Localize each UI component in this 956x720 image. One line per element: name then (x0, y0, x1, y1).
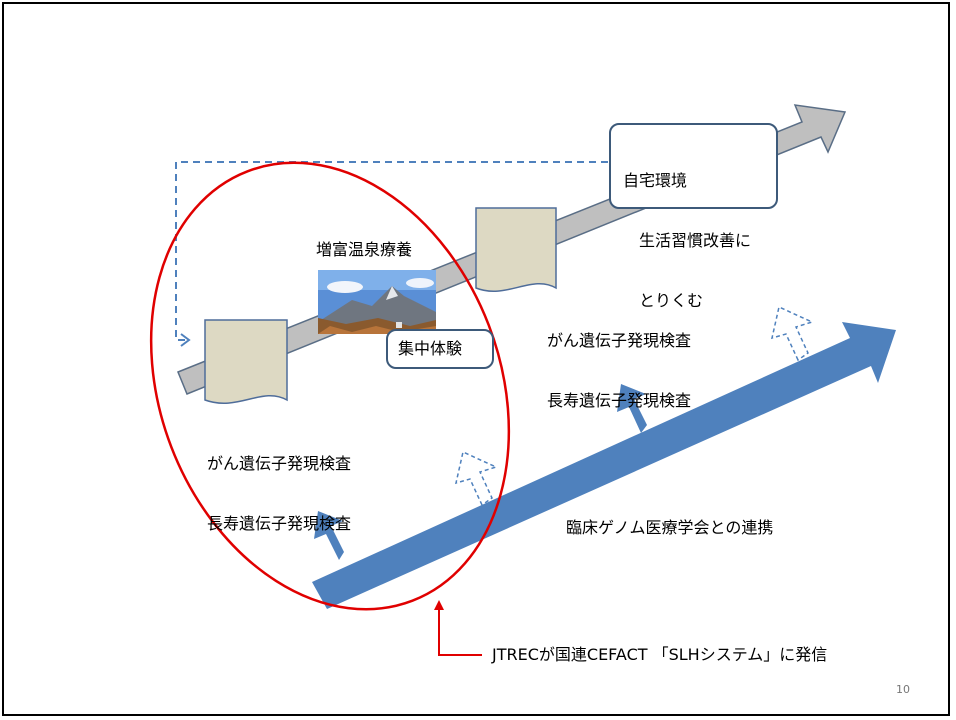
test-left-line-2: 長寿遺伝子発現検査 (207, 514, 352, 533)
home-box-line-3: とりくむ (623, 291, 704, 310)
dashed-up-arrow-1 (454, 450, 499, 507)
home-environment-box: 自宅環境 生活習慣改善に とりくむ (609, 123, 778, 310)
callout-text: JTRECが国連CEFACT 「SLHシステム」に発信 (492, 645, 828, 664)
feedback-arrowhead (180, 333, 191, 347)
callout-arrowhead (434, 600, 444, 610)
blue-collab-arrow (312, 322, 896, 609)
blue-up-arrow-1 (314, 511, 344, 560)
home-box-line-1: 自宅環境 (623, 171, 688, 190)
document-icon-left (204, 319, 288, 405)
document-icon-right (475, 207, 557, 293)
test-right-label: がん遺伝子発現検査 長寿遺伝子発現検査 (547, 291, 691, 451)
dashed-up-arrow-2 (770, 305, 815, 362)
test-right-line-2: 長寿遺伝子発現検査 (547, 391, 692, 410)
callout-connector (438, 608, 482, 656)
intensive-experience-box: 集中体験 (386, 329, 494, 369)
highlight-ellipse (149, 161, 511, 611)
home-box-line-2: 生活習慣改善に (623, 231, 752, 250)
onsen-label: 増富温泉療養 (316, 240, 413, 259)
feedback-dashed-line (175, 161, 608, 341)
test-right-line-1: がん遺伝子発現検査 (547, 331, 692, 350)
blue-up-arrow-2 (617, 384, 647, 433)
collab-label: 臨床ゲノム医療学会との連携 (566, 518, 774, 537)
onsen-mountain-photo (318, 270, 436, 334)
page-number: 10 (896, 683, 910, 696)
test-left-line-1: がん遺伝子発現検査 (207, 454, 352, 473)
test-left-label: がん遺伝子発現検査 長寿遺伝子発現検査 (207, 414, 351, 574)
